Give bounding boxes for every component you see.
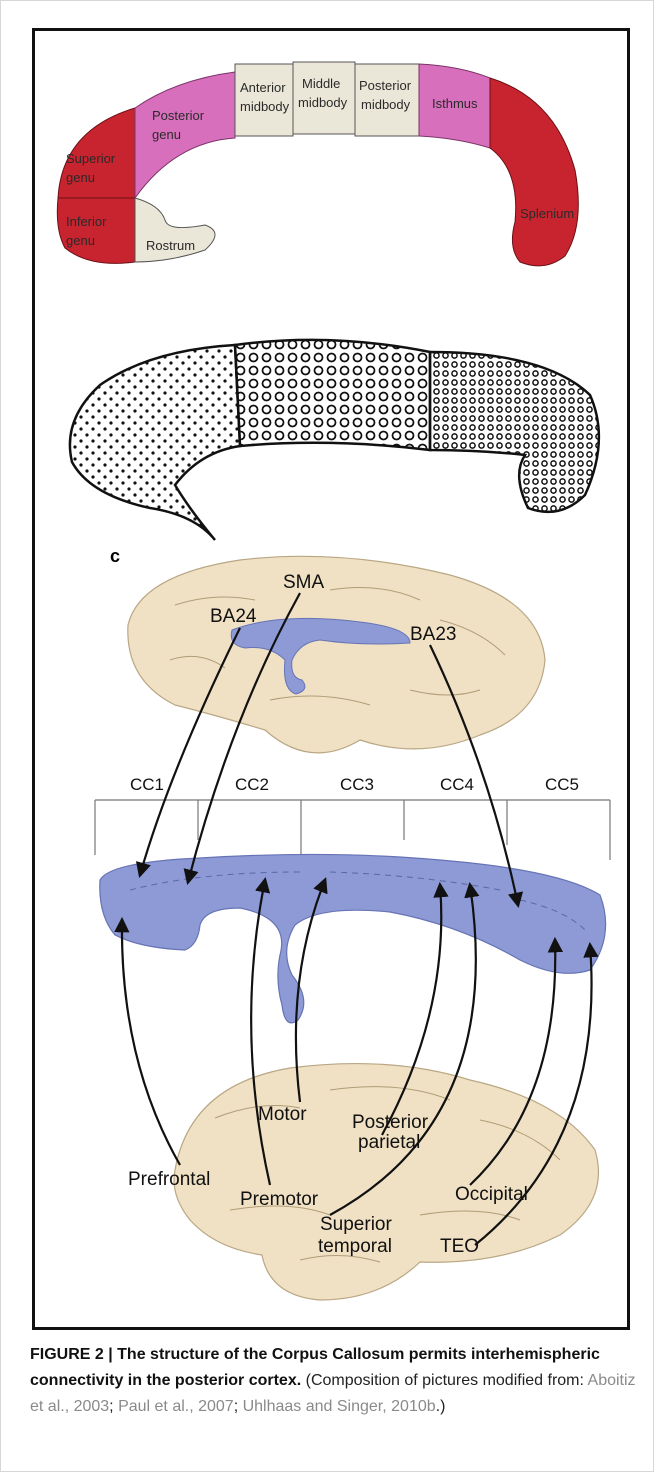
caption-ref-uhlhaas[interactable]: Uhlhaas and Singer, 2010b	[243, 1398, 436, 1415]
upper-brain	[128, 556, 545, 753]
panel-c-projections: c SMA BA24 BA23 CC1 CC2 CC3 CC4 CC5 Pref…	[95, 546, 610, 1300]
panel-a-callosum-regions: Superior genu Inferior genu Posterior ge…	[57, 62, 578, 266]
region-inferior-genu	[57, 198, 135, 263]
label-posterior: Posterior	[352, 1112, 429, 1133]
label-cc2: CC2	[235, 775, 269, 794]
figure-illustration: Superior genu Inferior genu Posterior ge…	[0, 0, 657, 1340]
label-prefrontal: Prefrontal	[128, 1169, 210, 1190]
caption-pre: (Composition of pictures modified from:	[301, 1372, 587, 1389]
panel-b-fiber-density	[70, 340, 599, 540]
fiber-posterior-rings	[430, 352, 599, 512]
label-premotor: Premotor	[240, 1189, 319, 1210]
label-rostrum: Rostrum	[146, 238, 195, 253]
caption-sep-1: ;	[109, 1398, 118, 1415]
label-ba24: BA24	[210, 606, 257, 627]
caption-sep-2: ;	[234, 1398, 243, 1415]
arrow-prefrontal-cc1	[122, 920, 180, 1165]
panel-c-letter: c	[110, 546, 120, 566]
label-splenium: Splenium	[520, 206, 574, 221]
middle-callosum	[100, 854, 606, 1022]
caption-post: .)	[436, 1398, 446, 1415]
label-temporal: temporal	[318, 1236, 392, 1257]
label-superior: Superior	[320, 1214, 392, 1235]
label-ba23: BA23	[410, 624, 456, 645]
fiber-anterior-dots	[70, 345, 240, 540]
label-isthmus: Isthmus	[432, 96, 478, 111]
label-cc5: CC5	[545, 775, 579, 794]
label-motor: Motor	[258, 1104, 307, 1125]
region-posterior-genu	[135, 72, 235, 198]
cc-segment-bracket	[95, 800, 610, 860]
label-sma: SMA	[283, 572, 325, 593]
fiber-mid-rings	[235, 340, 430, 450]
label-teo: TEO	[440, 1236, 479, 1257]
label-cc4: CC4	[440, 775, 474, 794]
caption-ref-paul[interactable]: Paul et al., 2007	[118, 1398, 234, 1415]
label-occipital: Occipital	[455, 1184, 528, 1205]
figure-caption: FIGURE 2 | The structure of the Corpus C…	[30, 1342, 638, 1420]
label-cc1: CC1	[130, 775, 164, 794]
region-splenium	[490, 78, 578, 266]
label-cc3: CC3	[340, 775, 374, 794]
